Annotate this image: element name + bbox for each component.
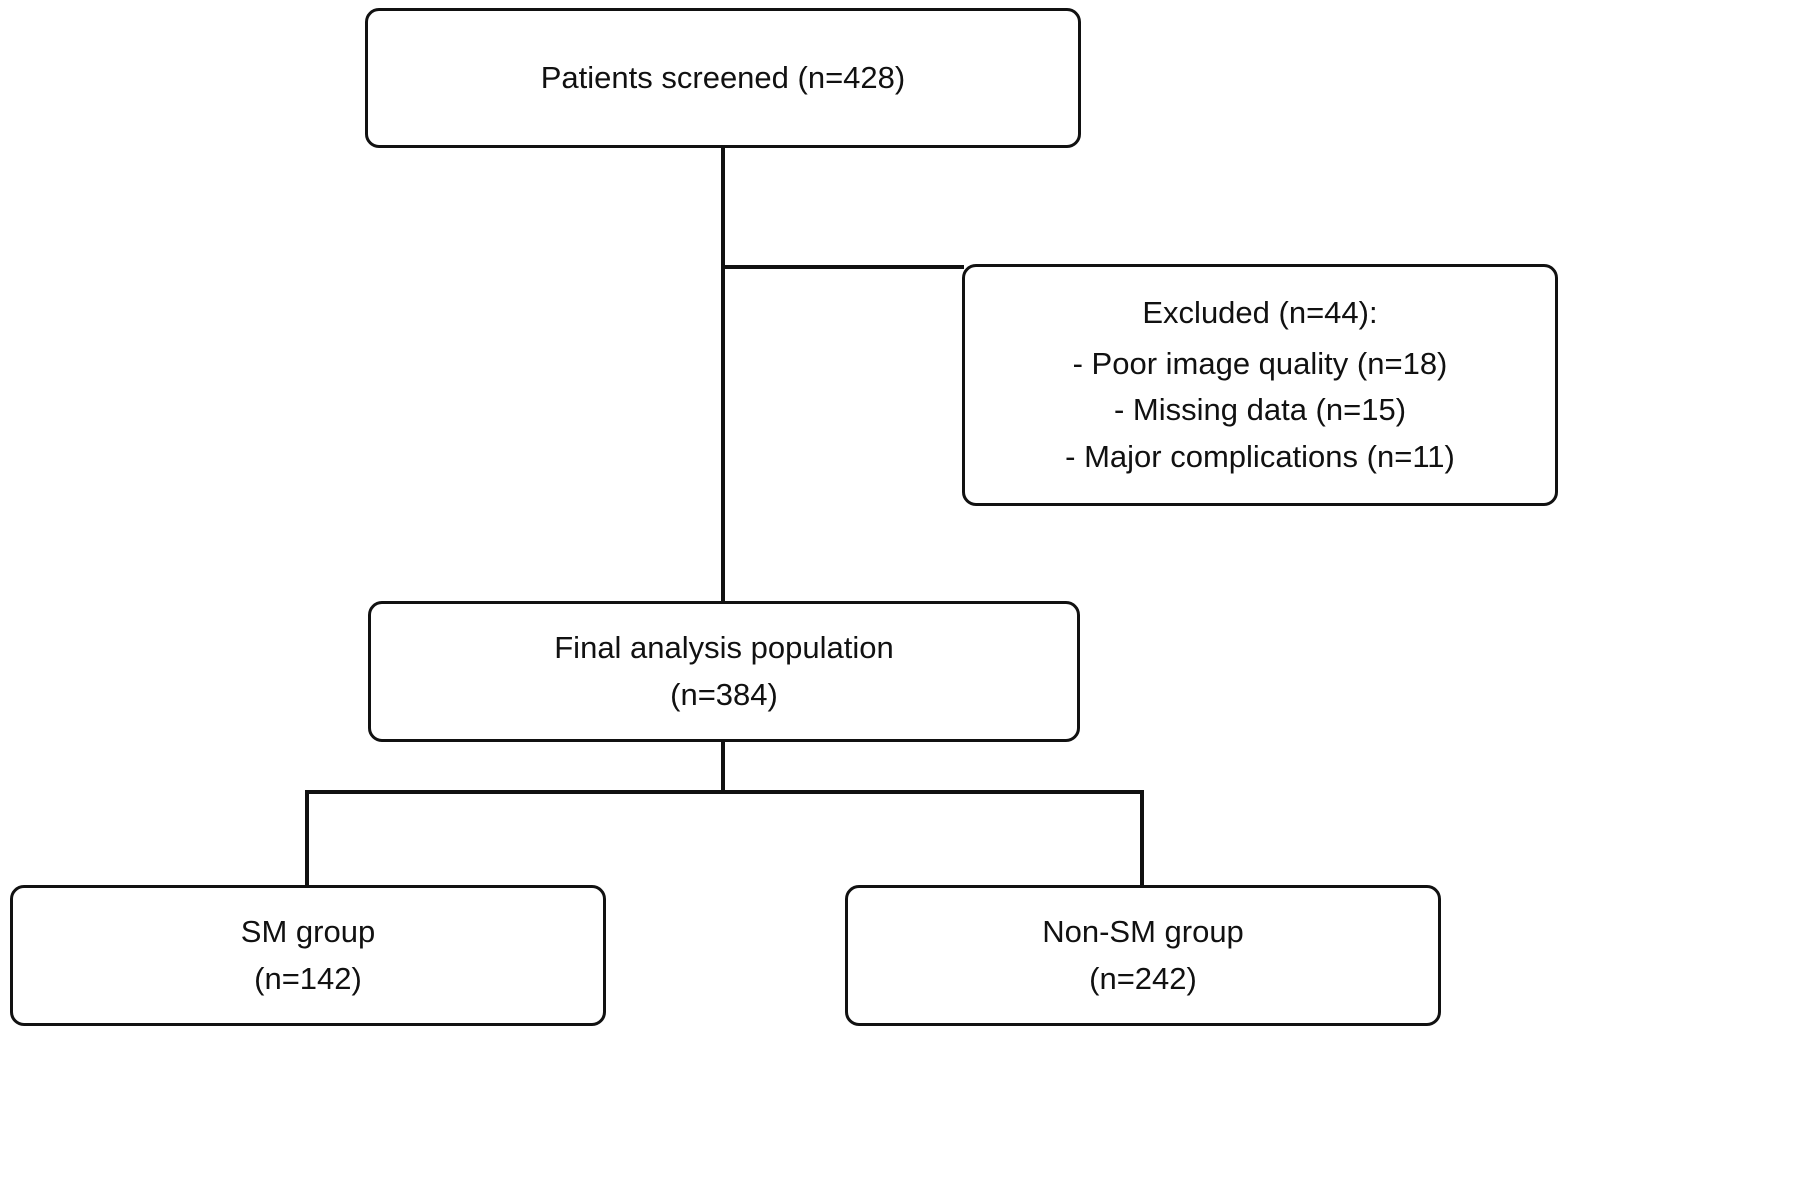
connector-final-stub: [721, 740, 725, 792]
final-analysis-box: Final analysis population (n=384): [368, 601, 1080, 742]
connector-screened-to-final: [721, 146, 725, 604]
patients-screened-label: Patients screened (n=428): [540, 59, 906, 95]
non-sm-group-count: (n=242): [1089, 960, 1197, 996]
connector-left-drop: [305, 790, 309, 887]
connector-splitter: [305, 790, 1144, 794]
non-sm-group-box: Non-SM group (n=242): [845, 885, 1441, 1026]
excluded-item: - Poor image quality (n=18): [1072, 345, 1448, 381]
sm-group-count: (n=142): [254, 960, 362, 996]
excluded-box: Excluded (n=44): - Poor image quality (n…: [962, 264, 1558, 506]
sm-group-label: SM group: [240, 914, 376, 949]
connector-excluded-branch: [723, 265, 964, 269]
sm-group-box: SM group (n=142): [10, 885, 606, 1026]
excluded-title: Excluded (n=44):: [1142, 295, 1378, 330]
non-sm-group-label: Non-SM group: [1042, 914, 1244, 949]
connector-right-drop: [1140, 790, 1144, 887]
excluded-item: - Missing data (n=15): [1113, 392, 1407, 427]
final-analysis-count: (n=384): [670, 676, 778, 712]
excluded-item: - Major complications (n=11): [1065, 438, 1455, 474]
patients-screened-box: Patients screened (n=428): [365, 8, 1081, 148]
final-analysis-label: Final analysis population: [554, 630, 894, 665]
